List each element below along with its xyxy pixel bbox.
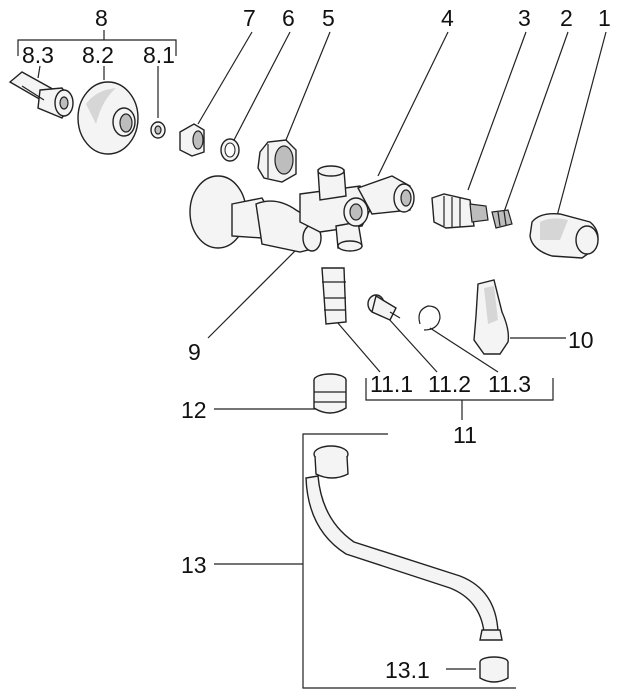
label-8: 8 [95,5,108,31]
label-8-2: 8.2 [82,42,114,68]
part-3-cartridge [431,193,489,229]
part-7-nut [179,123,205,157]
label-13: 13 [181,552,207,578]
label-11: 11 [453,422,477,448]
part-11-2-pin [367,294,401,321]
label-11-3: 11.3 [488,371,531,397]
label-11-1: 11.1 [370,371,413,397]
label-11-2: 11.2 [428,371,471,397]
leader-1 [556,31,607,217]
label-10: 10 [568,327,594,353]
label-3: 3 [518,5,531,31]
part-11-3-clip [418,305,441,331]
part-10-lever [473,279,510,355]
label-9: 9 [188,339,201,365]
label-6: 6 [282,5,295,31]
part-4-mixer-body [189,165,415,253]
part-5-union-nut [257,139,297,183]
label-1: 1 [598,5,611,31]
label-4: 4 [441,5,454,31]
part-6-oring [220,138,240,162]
label-13-1: 13.1 [385,657,430,683]
part-13-1-aerator [479,656,509,683]
bracket-8 [17,30,177,118]
label-5: 5 [322,5,335,31]
part-13-spout [305,445,503,641]
part-8-1-washer [150,121,166,139]
part-2-adapter [491,209,513,229]
leader-2 [503,31,569,213]
bracket-13 [302,433,516,689]
leader-lines [197,31,607,670]
label-12: 12 [181,397,207,423]
leader-9 [207,243,303,339]
leader-4 [377,31,449,177]
label-7: 7 [243,5,256,31]
label-2: 2 [560,5,573,31]
label-8-1: 8.1 [143,42,175,68]
bracket-11 [336,317,554,420]
leader-5 [285,31,331,141]
leader-3 [467,31,527,191]
part-8-2-rosette [77,81,139,155]
part-12-nut [313,373,347,414]
part-1-handle [529,212,599,259]
leader-6 [232,31,291,143]
leader-7 [197,31,253,125]
part-11-1-diverter [321,267,347,325]
label-8-3: 8.3 [22,42,54,68]
part-8-3-valve [8,71,74,119]
